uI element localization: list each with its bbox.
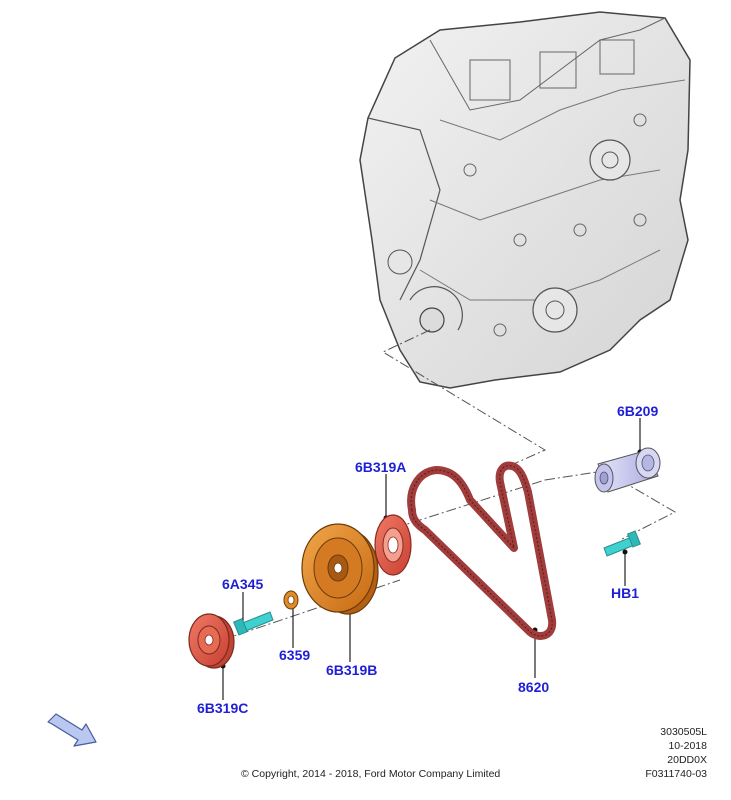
part-6B319A-damper[interactable] — [374, 514, 412, 576]
callout-6B209: 6B209 — [617, 403, 658, 419]
copyright-notice: © Copyright, 2014 - 2018, Ford Motor Com… — [241, 768, 501, 780]
callout-6B319C: 6B319C — [197, 700, 248, 716]
part-HB1-bolt[interactable] — [603, 530, 641, 557]
part-6B319B-pulley[interactable] — [301, 523, 379, 615]
part-6B209-tensioner[interactable] — [594, 447, 661, 493]
callout-6B319B: 6B319B — [326, 662, 377, 678]
part-6A345-bolt[interactable] — [233, 611, 274, 636]
illustration-meta-line1: 3030505L — [660, 726, 707, 738]
leader-dots — [220, 449, 643, 669]
part-6359-washer[interactable] — [283, 590, 299, 610]
part-8620-belt[interactable] — [407, 461, 557, 640]
orientation-arrow-icon — [47, 713, 97, 747]
callout-HB1: HB1 — [611, 585, 639, 601]
engine-block — [359, 11, 691, 389]
illustration-meta-line4: F0311740-03 — [645, 768, 707, 780]
callout-6359: 6359 — [279, 647, 310, 663]
illustration-meta-line3: 20DD0X — [667, 754, 707, 766]
callout-8620: 8620 — [518, 679, 549, 695]
callout-6A345: 6A345 — [222, 576, 263, 592]
callout-6B319A: 6B319A — [355, 459, 406, 475]
part-6B319C-pulley[interactable] — [188, 613, 235, 669]
illustration-meta-line2: 10-2018 — [668, 740, 707, 752]
